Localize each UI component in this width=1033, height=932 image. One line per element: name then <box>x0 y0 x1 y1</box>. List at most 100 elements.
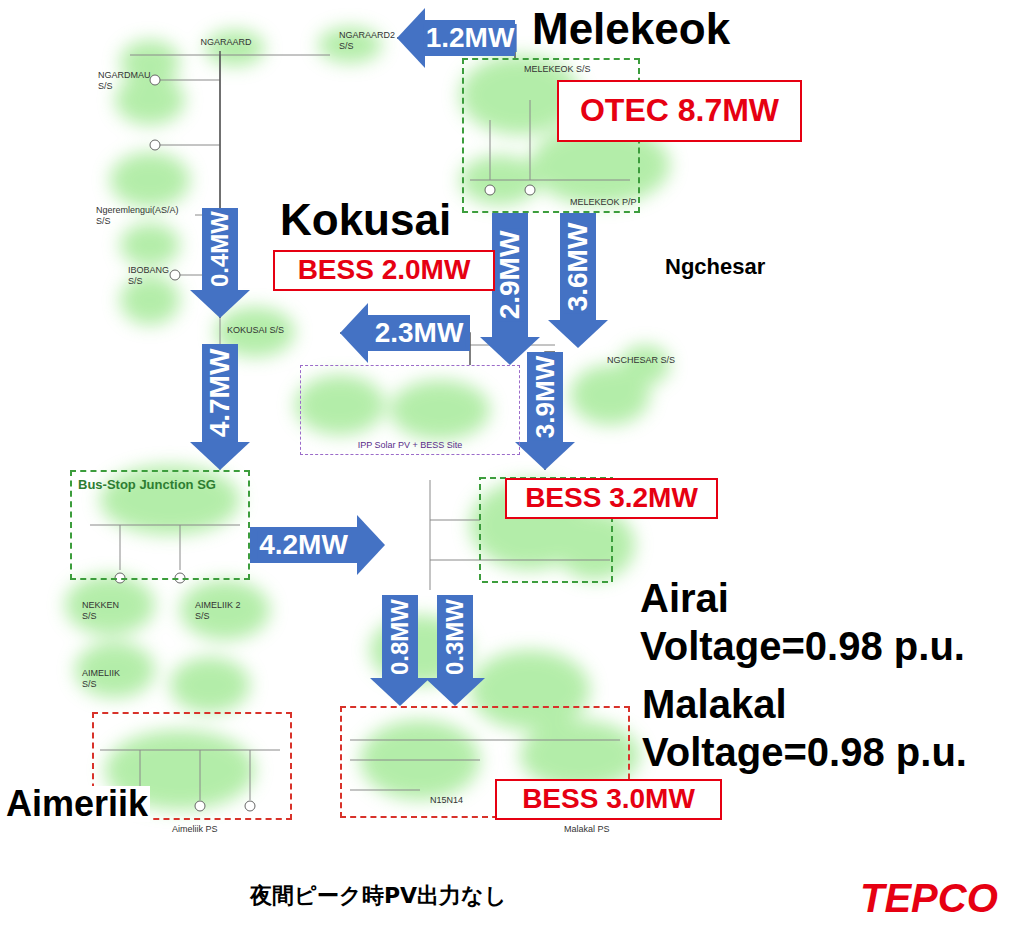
substation-glow <box>115 75 185 125</box>
one-line-wires <box>90 55 630 800</box>
substation-glow <box>110 152 190 208</box>
substation-glow <box>65 575 155 635</box>
flow-value: 2.9MW <box>496 229 524 322</box>
company-logo: TEPCO <box>860 878 998 918</box>
node-label: NGARAARD <box>200 37 251 48</box>
substation-node: KOKUSAI S/S <box>205 318 340 344</box>
arrow-head <box>340 303 368 363</box>
generator-symbols <box>115 75 535 811</box>
flow-value: 3.9MW <box>532 354 558 440</box>
substation-name: KOKUSAI S/S <box>227 325 284 336</box>
arrow-head <box>370 678 430 706</box>
power-flow-arrow <box>190 51 250 318</box>
power-flow-arrow <box>370 595 430 706</box>
substation-glow <box>120 223 180 267</box>
solar-site-region: IPP Solar PV + BESS Site <box>300 365 520 455</box>
arrow-body <box>492 213 528 337</box>
bus-name: N15N14 <box>430 795 463 806</box>
arrow-head <box>190 442 250 470</box>
arrow-head <box>425 678 485 706</box>
bess-box: BESS 2.0MW <box>273 250 495 291</box>
voltage-label: Voltage=0.98 p.u. <box>640 626 965 666</box>
generator-symbol <box>245 801 255 811</box>
generator-symbol <box>485 185 495 195</box>
power-flow-arrow <box>190 344 250 470</box>
generator-symbol <box>525 185 535 195</box>
generator-symbol <box>170 270 180 280</box>
flow-value: 0.8MW <box>388 596 412 676</box>
site-name: IPP Solar PV + BESS Site <box>301 440 519 451</box>
flow-value: 2.3MW <box>373 319 466 347</box>
substation-name: NGARDMAU S/S <box>98 70 153 92</box>
arrow-body <box>527 352 563 442</box>
substation-name: IBOBANG S/S <box>128 265 178 287</box>
caption: 夜間ピーク時PV出力なし <box>250 884 507 908</box>
arrow-body <box>202 208 238 290</box>
node-label: BESS 3.2MW <box>525 483 698 514</box>
area-heading: Kokusai <box>280 198 451 242</box>
flow-value: 3.6MW <box>564 220 592 313</box>
substation-node: NGCHESAR S/S <box>555 348 675 374</box>
substation-node: NGARAARD2 S/S <box>335 27 397 55</box>
arrow-head <box>357 515 385 575</box>
region-name: Bus-Stop Junction SG <box>78 477 216 493</box>
substation-name: Ngeremlengui(AS/A) S/S <box>96 205 191 227</box>
substation-glow <box>205 30 265 66</box>
area-heading: Melekeok <box>532 7 730 51</box>
arrow-head <box>515 442 575 470</box>
flow-value: 4.7MW <box>206 347 234 440</box>
node-label: OTEC 8.7MW <box>580 93 779 128</box>
arrow-body <box>437 595 473 678</box>
airai-area: AiraiVoltage=0.98 p.u.BESS 3.2MW <box>385 470 760 595</box>
arrow-body <box>368 315 470 351</box>
area-heading: Malakal <box>642 684 787 724</box>
power-flow-arrow <box>340 303 470 365</box>
arrow-body <box>560 213 596 320</box>
junction-region: Bus-Stop Junction SG <box>70 470 250 580</box>
substation-glow <box>180 580 270 640</box>
flow-value: 0.4MW <box>208 209 232 289</box>
generator-symbol <box>150 75 160 85</box>
power-flow-arrow <box>425 595 485 706</box>
generator-symbol <box>195 801 205 811</box>
substation-glow-group <box>65 27 670 810</box>
substation-name: NEKKEN S/S <box>82 600 132 622</box>
arrow-body <box>382 595 418 678</box>
substation-name: AIMELIIK 2 S/S <box>195 600 255 622</box>
arrow-body <box>250 527 357 563</box>
substation-node: NGARAARD <box>196 34 256 51</box>
flow-value: 1.2MW <box>424 24 517 52</box>
flow-value: 4.2MW <box>257 531 350 559</box>
arrow-body <box>202 344 238 442</box>
substation-name: MELEKEOK S/S <box>524 64 591 75</box>
power-flow-arrow <box>515 352 575 470</box>
substation-glow <box>75 642 155 698</box>
area-heading: Aimeriik <box>4 786 150 822</box>
node-label: BESS 3.0MW <box>522 784 695 815</box>
arrow-head <box>190 290 250 318</box>
bess-box: BESS 3.2MW <box>505 478 718 519</box>
substation-name: AIMELIIK S/S <box>82 668 137 690</box>
plant-name: MELEKEOK P/P <box>570 197 637 208</box>
substation-glow <box>295 375 385 435</box>
voltage-label: Voltage=0.98 p.u. <box>642 732 967 772</box>
bess-box: BESS 3.0MW <box>495 779 722 820</box>
substation-glow <box>390 380 490 440</box>
power-flow-arrow <box>250 515 385 575</box>
station-name: Aimeliik PS <box>172 824 218 835</box>
substation-glow <box>555 510 635 580</box>
arrow-head <box>548 320 608 348</box>
substation-glow <box>170 657 250 713</box>
area-heading: Airai <box>640 578 729 618</box>
flow-value: 0.3MW <box>443 596 467 676</box>
power-station-region: MalakalVoltage=0.98 p.u.Malakal PSBESS 3… <box>340 706 630 818</box>
generator-symbol <box>175 573 185 583</box>
generator-box: OTEC 8.7MW <box>557 80 802 142</box>
substation-region: MelekeokMELEKEOK S/SOTEC 8.7MW <box>462 58 640 213</box>
node-label: NGARAARD2 S/S <box>339 30 393 52</box>
station-name: Malakal PS <box>564 824 610 835</box>
power-flow-arrow <box>548 213 608 348</box>
generator-symbol <box>150 140 160 150</box>
node-label: BESS 2.0MW <box>298 255 471 286</box>
area-heading: Ngchesar <box>665 256 765 278</box>
